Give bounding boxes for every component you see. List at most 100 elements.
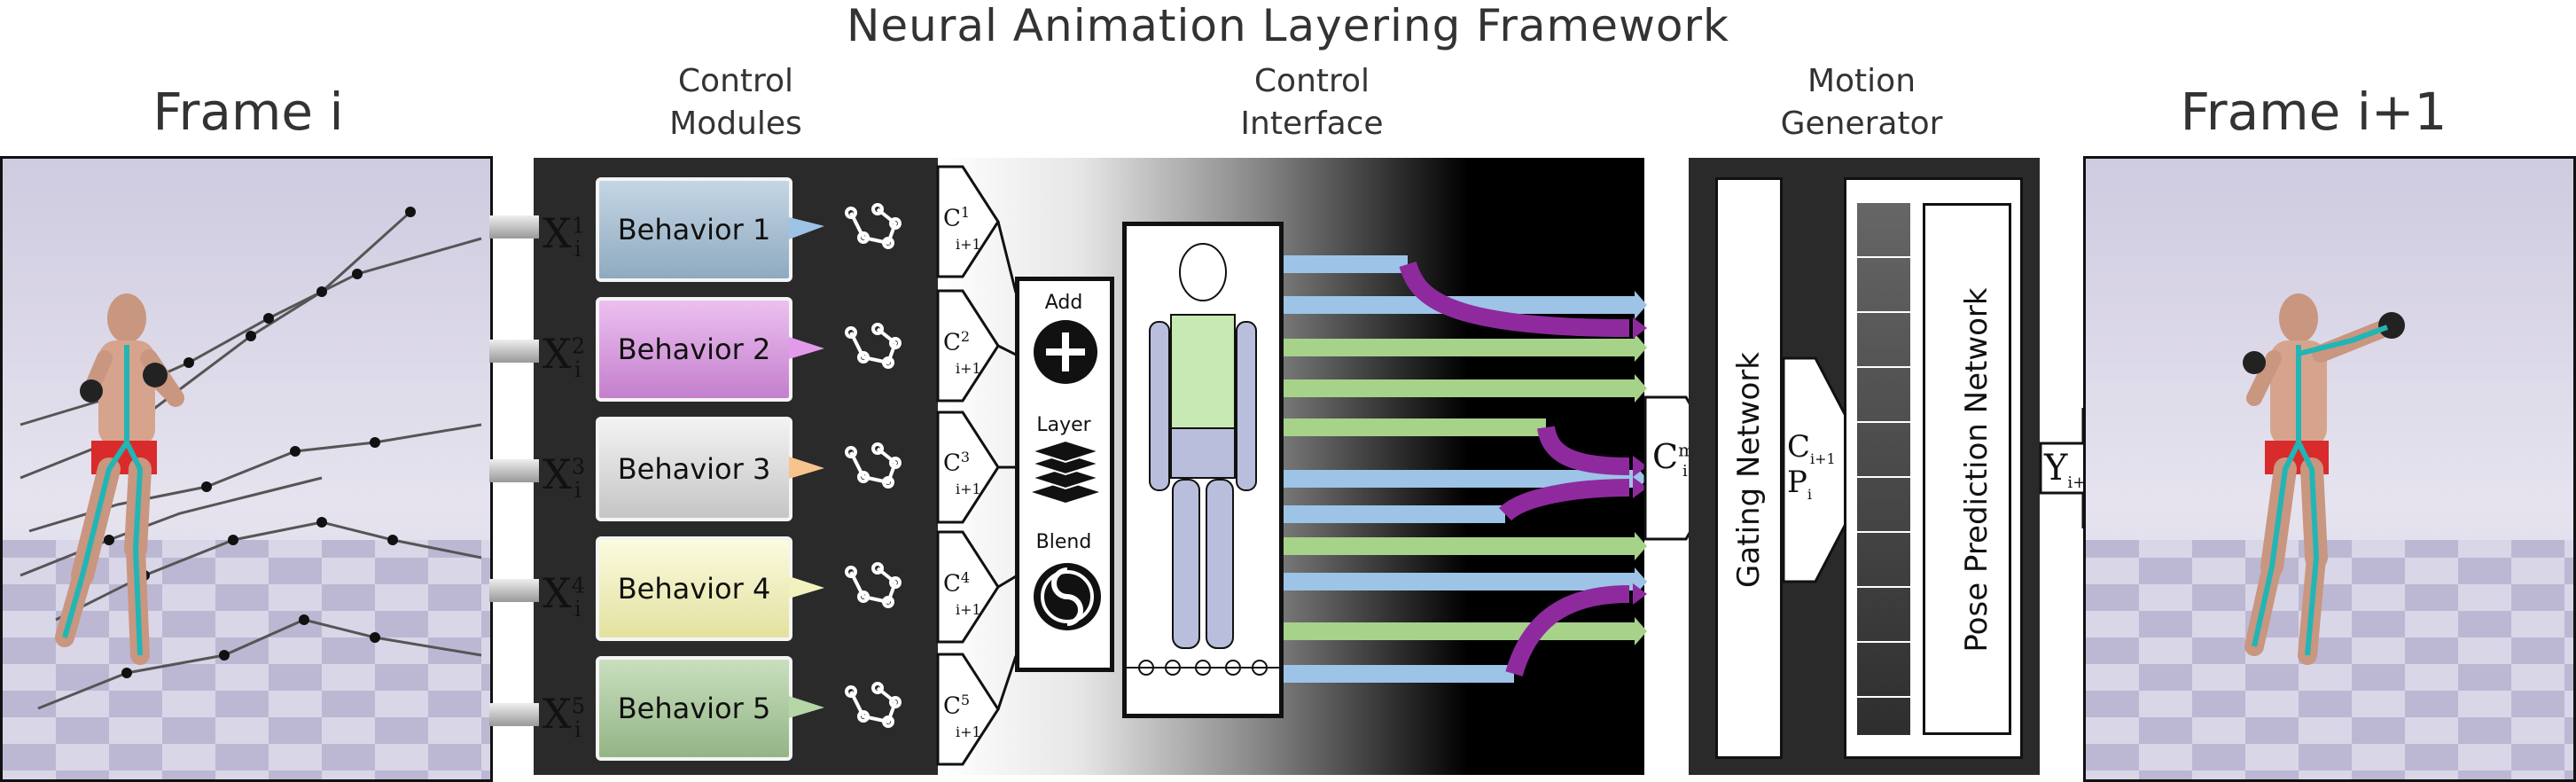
frame-next-scene [2086, 293, 2573, 779]
output-label-3: C3 i+1 [943, 450, 981, 498]
input-index: 5 [571, 693, 586, 719]
input-connector-5 [489, 703, 539, 726]
control-modules-header: Control Modules [585, 60, 886, 145]
output-label-5: C5 i+1 [943, 693, 981, 741]
gating-network [1715, 177, 1783, 759]
output-arrow-3 [936, 411, 1000, 524]
frame-i-scene [3, 207, 490, 779]
behavior-box-5: Behavior 5 [596, 656, 792, 761]
add-icon [1034, 320, 1097, 384]
output-subscript: i+1 [956, 600, 981, 618]
skeleton-icon [845, 203, 902, 728]
output-index: 3 [960, 449, 971, 465]
motion-generator-header: Motion Generator [1711, 60, 2012, 145]
input-label-3: X3i [543, 450, 586, 504]
blend-icon [1034, 563, 1101, 630]
input-subscript: i [574, 357, 582, 383]
gating-output-label: Ci+1 Pi [1787, 429, 1836, 504]
behavior-arrow-3 [789, 457, 824, 479]
p-subscript: i [1807, 486, 1813, 504]
control-interface-header-line2: Interface [1240, 106, 1384, 142]
frame-next-image [2083, 156, 2576, 782]
c-label: C [1787, 429, 1811, 465]
motion-generator-header-line2: Generator [1780, 106, 1943, 142]
output-subscript: i+1 [956, 480, 981, 497]
pose-prediction-label: Pose Prediction Network [1959, 287, 1994, 653]
output-index: 1 [960, 204, 971, 221]
behavior-arrow-4 [789, 576, 824, 598]
output-symbol: C [943, 450, 961, 477]
input-index: 1 [571, 213, 586, 239]
output-arrow-1 [936, 165, 1000, 278]
body-figure-panel [1122, 222, 1284, 718]
behavior-box-4: Behavior 4 [596, 536, 792, 641]
pose-prediction-network [1844, 177, 2023, 759]
input-label-4: X4i [543, 569, 586, 622]
control-interface-header-line1: Control [1253, 63, 1370, 99]
input-subscript: i [574, 237, 582, 262]
control-interface-header: Control Interface [1161, 60, 1463, 145]
c-subscript: i+1 [1810, 450, 1836, 467]
input-symbol: X [543, 209, 572, 257]
input-symbol: X [543, 569, 572, 617]
input-index: 2 [571, 333, 586, 359]
input-label-2: X2i [543, 330, 586, 383]
output-symbol: C [943, 570, 961, 598]
output-symbol: C [943, 692, 961, 720]
expert-stack [1857, 203, 1910, 735]
output-symbol: C [943, 205, 961, 232]
behavior-box-1: Behavior 1 [596, 177, 792, 282]
behavior-arrow-2 [789, 337, 824, 359]
behavior-arrow-1 [789, 217, 824, 239]
behavior-arrow-5 [789, 696, 824, 718]
layer-icon [1030, 441, 1101, 503]
input-index: 4 [571, 573, 586, 598]
behavior-outputs [789, 203, 902, 728]
interface-green-bar [1284, 333, 1647, 645]
input-symbol: X [543, 690, 572, 738]
input-index: 3 [571, 454, 586, 480]
input-connector-3 [489, 459, 539, 482]
module-output-arrows [936, 165, 1016, 766]
p-label: P [1787, 465, 1807, 501]
pose-network-inner [1923, 203, 2011, 735]
output-index: 2 [960, 328, 971, 345]
output-symbol: C [943, 329, 961, 356]
character-figure-next [2243, 293, 2405, 665]
control-modules-header-line1: Control [677, 63, 794, 99]
input-symbol: X [543, 450, 572, 498]
character-figure [55, 293, 184, 665]
input-symbol: X [543, 330, 572, 378]
interface-arrows [1284, 255, 1647, 683]
output-arrow-5 [936, 653, 1000, 766]
output-label-1: C1 i+1 [943, 206, 981, 254]
behavior-box-2: Behavior 2 [596, 297, 792, 402]
diagram-title: Neural Animation Layering Framework [846, 0, 1730, 51]
output-index: 4 [960, 569, 971, 586]
control-signal-symbol: C [1652, 437, 1679, 476]
input-subscript: i [574, 597, 582, 622]
input-label-1: X1i [543, 209, 586, 262]
output-label-4: C4 i+1 [943, 571, 981, 619]
output-subscript: i+1 [956, 235, 981, 253]
frame-i-header: Frame i [152, 82, 344, 142]
output-arrow-4 [936, 530, 1000, 644]
motion-generator-header-line1: Motion [1807, 63, 1916, 99]
operation-add-label: Add [1044, 292, 1083, 314]
input-subscript: i [574, 478, 582, 504]
input-connector-1 [489, 215, 539, 239]
input-connector-2 [489, 340, 539, 363]
behavior-box-3: Behavior 3 [596, 417, 792, 521]
operation-blend-label: Blend [1035, 531, 1092, 553]
human-body-icon [1127, 243, 1279, 676]
operations-panel: Add Layer Blend [1015, 277, 1114, 672]
gating-network-label: Gating Network [1731, 352, 1767, 588]
input-label-5: X5i [543, 690, 586, 743]
output-subscript: i+1 [956, 723, 981, 740]
input-subscript: i [574, 717, 582, 743]
output-pose-symbol: Y [2044, 448, 2068, 489]
input-connectors [489, 0, 543, 782]
frame-next-header: Frame i+1 [2180, 82, 2447, 142]
output-index: 5 [960, 692, 971, 708]
